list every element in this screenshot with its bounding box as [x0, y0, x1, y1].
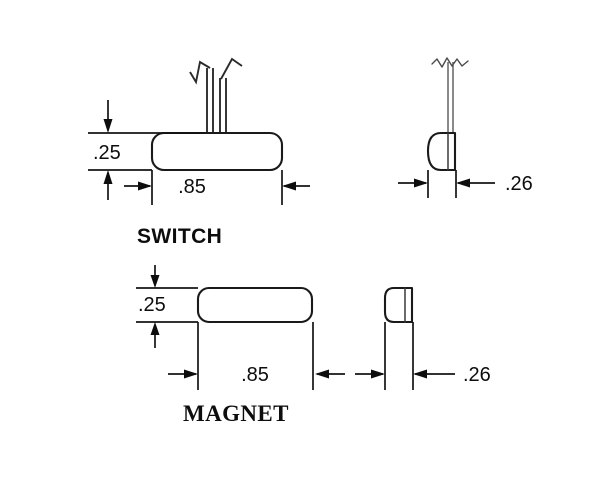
switch-depth-dimension: .26 [398, 170, 533, 198]
switch-lead-wires [206, 68, 227, 133]
switch-side-body-outline [426, 131, 457, 172]
magnet-width-dimension: .85 [168, 322, 314, 390]
switch-width-value: .85 [178, 176, 206, 198]
switch-body-outline [150, 131, 284, 172]
switch-height-dimension: .25 [88, 100, 205, 200]
switch-part-label: SWITCH [137, 225, 222, 248]
magnet-side-body-outline [383, 286, 414, 324]
magnet-front-view: .25 .85 MAGNET [136, 265, 314, 426]
magnet-width-value: .85 [241, 364, 269, 386]
magnet-depth-value: .26 [463, 364, 491, 386]
switch-side-break-symbol [431, 57, 469, 68]
switch-width-dimension: .85 [124, 170, 310, 205]
magnet-side-view: .26 [315, 286, 491, 390]
magnet-gap-dimension [315, 369, 385, 379]
magnet-height-dimension: .25 [136, 265, 198, 348]
switch-side-view: .26 [398, 57, 533, 198]
switch-depth-value: .26 [505, 173, 533, 195]
switch-lead-break-symbol [189, 57, 243, 85]
magnet-height-value: .25 [138, 294, 166, 316]
switch-height-value: .25 [93, 142, 121, 164]
magnet-part-label: MAGNET [183, 401, 289, 426]
magnet-body-outline [196, 286, 314, 324]
switch-side-lead-wire [447, 62, 454, 133]
magnet-depth-dimension: .26 [384, 322, 491, 390]
switch-front-view: .25 .85 SWITCH [88, 57, 310, 248]
